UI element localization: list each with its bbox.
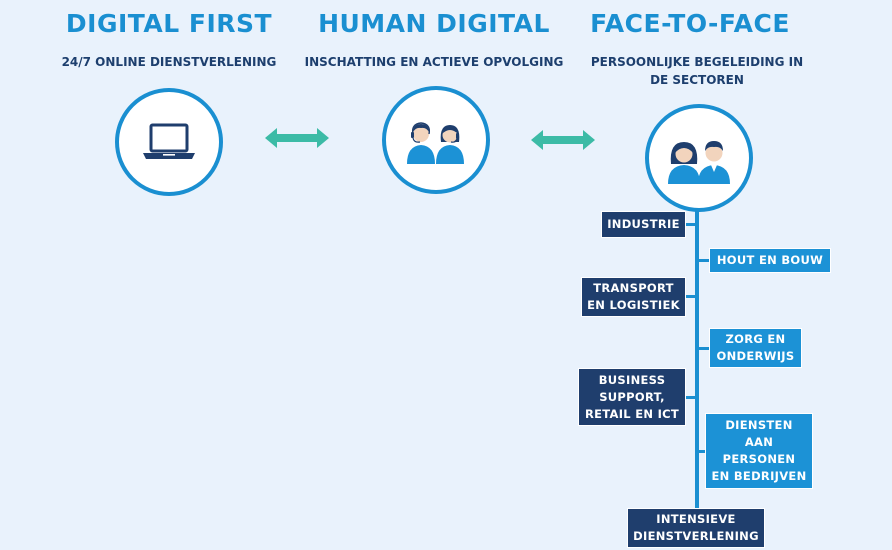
sector-tag-industrie: INDUSTRIE [601, 211, 686, 238]
branch-connector [698, 347, 710, 350]
sector-tag-diensten-personen-bedrijven: DIENSTEN AAN PERSONEN EN BEDRIJVEN [705, 413, 813, 489]
digital-first-circle [115, 88, 223, 196]
column-subtitle-digital-first: 24/7 ONLINE DIENSTVERLENING [61, 55, 277, 69]
sector-tag-intensieve-dienstverlening: INTENSIEVE DIENSTVERLENING [627, 508, 765, 548]
branch-connector [684, 295, 696, 298]
branch-connector [684, 223, 696, 226]
sector-tree-line [695, 210, 699, 516]
column-subtitle-human-digital: INSCHATTING EN ACTIEVE OPVOLGING [304, 55, 564, 69]
headset-people-icon [407, 122, 464, 164]
branch-connector [684, 396, 696, 399]
double-arrow-icon [531, 130, 595, 150]
sector-tag-business-support: BUSINESS SUPPORT, RETAIL EN ICT [578, 368, 686, 426]
double-arrow-icon [265, 128, 329, 148]
people-icon [668, 141, 730, 184]
column-title-digital-first: DIGITAL FIRST [65, 9, 273, 38]
branch-connector [698, 450, 710, 453]
laptop-icon [143, 123, 195, 159]
human-digital-circle [382, 86, 490, 194]
face-to-face-circle [645, 104, 753, 212]
sector-tag-transport-logistiek: TRANSPORT EN LOGISTIEK [581, 277, 686, 317]
column-subtitle-face-to-face: PERSOONLIJKE BEGELEIDING IN DE SECTOREN [590, 55, 804, 87]
branch-connector [698, 259, 710, 262]
column-title-face-to-face: FACE-TO-FACE [590, 9, 790, 38]
column-title-human-digital: HUMAN DIGITAL [318, 9, 550, 38]
sector-tag-zorg-onderwijs: ZORG EN ONDERWIJS [709, 328, 802, 368]
sector-tag-hout-en-bouw: HOUT EN BOUW [709, 248, 831, 273]
